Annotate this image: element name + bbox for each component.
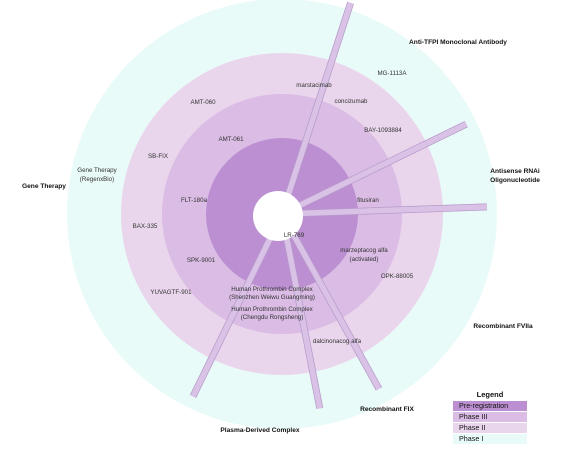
drug-label: SB-FIX [148, 153, 168, 160]
drug-label-line: marstacimab [296, 82, 332, 89]
legend-item-phase-iii: Phase III [453, 412, 527, 423]
drug-label: marstacimab [296, 82, 332, 89]
legend-item-phase-ii: Phase II [453, 423, 527, 434]
drug-label: Human Prothrombin Complex(Shenzhen Weiwu… [229, 286, 315, 301]
drug-label: FLT-180a [181, 197, 208, 204]
drug-label: Human Prothrombin Complex(Chengdu Rongsh… [231, 306, 313, 321]
drug-label-line: (Chengdu Rongsheng) [241, 314, 304, 321]
drug-label: YUVAGTF-901 [150, 289, 192, 296]
drug-label: LR-769 [284, 232, 305, 239]
drug-label: BAY-1093884 [364, 127, 402, 134]
spoke-plasma-derived [190, 212, 285, 398]
legend-item-phase-i: Phase I [453, 434, 527, 445]
drug-label: Gene Therapy (RegenxBio) [77, 167, 117, 183]
spoke-recombinant-fviia [279, 212, 382, 391]
drug-label-line: BAX-335 [133, 223, 158, 230]
legend: Legend Pre-registration Phase III Phase … [453, 390, 527, 445]
drug-label: fitusiran [357, 197, 379, 204]
spoke-recombinant-fix [279, 213, 323, 409]
drug-label-line: BAY-1093884 [364, 127, 402, 134]
category-label-line: Oligonucleotide [490, 177, 540, 184]
drug-label-line: OPK-88005 [381, 273, 414, 280]
legend-label: Phase I [459, 434, 484, 443]
drug-label-line: Gene Therapy [77, 167, 117, 174]
legend-label: Phase II [459, 423, 486, 432]
legend-item-pre-registration: Pre-registration [453, 401, 527, 412]
drug-label-line: (RegenxBio) [80, 176, 114, 183]
drug-label-line: marzeptacog alfa [340, 247, 388, 254]
drug-label-line: (Shenzhen Weiwu Guangming) [229, 294, 315, 301]
drug-label-line: dalcinonacog alfa [313, 338, 362, 345]
legend-label: Pre-registration [459, 401, 509, 410]
drug-label: marzeptacog alfa (activated) [340, 247, 388, 263]
drug-label-line: LR-769 [284, 232, 305, 239]
category-label: Gene Therapy [22, 183, 66, 190]
drug-label-line: (activated) [350, 256, 379, 263]
drug-label-line: FLT-180a [181, 197, 208, 204]
drug-label-line: fitusiran [357, 197, 379, 204]
drug-label: AMT-060 [190, 99, 216, 106]
category-label: Plasma-Derived Complex [220, 427, 299, 434]
drug-label: concizumab [334, 98, 368, 105]
drug-label-line: Human Prothrombin Complex [231, 286, 313, 293]
legend-label: Phase III [459, 412, 488, 421]
drug-label-line: SPK-9001 [187, 257, 216, 264]
drug-label: dalcinonacog alfa [313, 338, 362, 345]
category-label: Recombinant FVIIa [473, 323, 533, 330]
drug-label-line: concizumab [334, 98, 368, 105]
drug-label-line: YUVAGTF-901 [150, 289, 192, 296]
center-hole [253, 191, 303, 241]
drug-label: OPK-88005 [381, 273, 414, 280]
drug-label-line: AMT-060 [190, 99, 216, 106]
drug-label: AMT-061 [218, 136, 244, 143]
drug-label-line: MG-1113A [378, 70, 408, 77]
spoke-antisense-rnai [280, 121, 468, 217]
drug-label: BAX-335 [133, 223, 158, 230]
category-label: Recombinant FIX [360, 406, 414, 413]
drug-label-line: Human Prothrombin Complex [231, 306, 313, 313]
drug-label-line: AMT-061 [218, 136, 244, 143]
spoke-antisense-rnai-2 [281, 204, 487, 217]
drug-label-line: SB-FIX [148, 153, 168, 160]
spoke-anti-tfpi [279, 2, 354, 215]
category-label: Anti-TFPI Monoclonal Antibody [409, 39, 507, 46]
category-label-line: Antisense RNAi [490, 168, 540, 175]
drug-label: SPK-9001 [187, 257, 216, 264]
drug-label: MG-1113A [378, 70, 408, 77]
legend-title: Legend [476, 390, 504, 399]
